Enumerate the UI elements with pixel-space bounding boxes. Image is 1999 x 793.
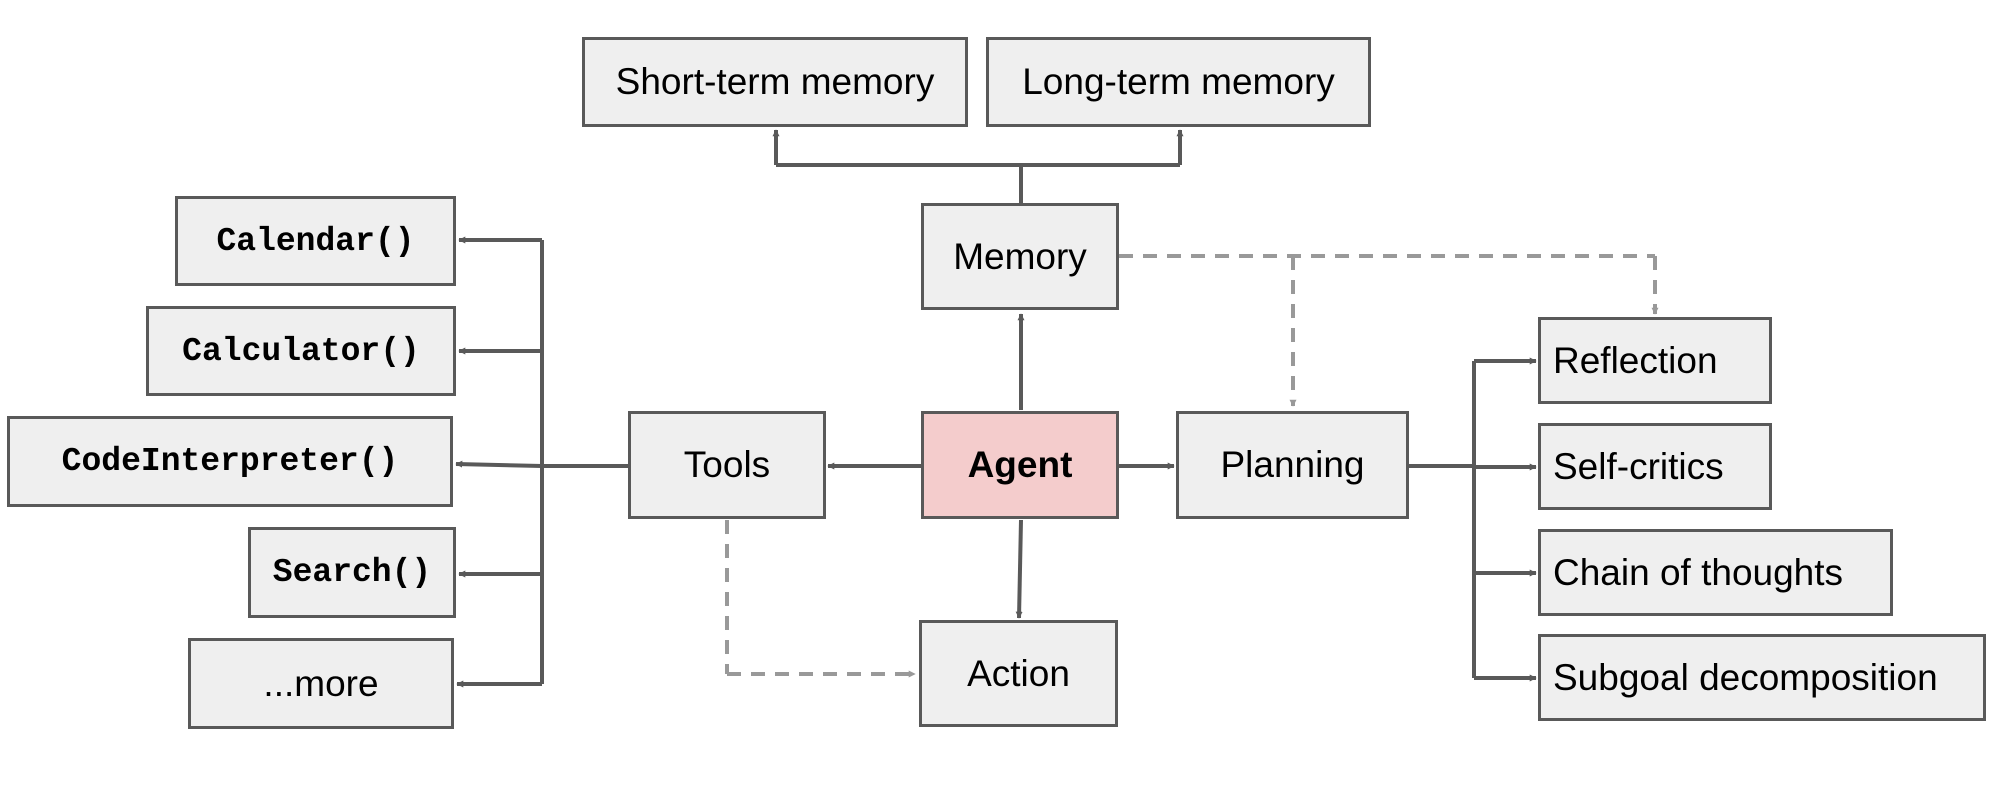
- memory-branch-connector: [772, 129, 1184, 203]
- memory-label: Memory: [953, 235, 1087, 277]
- action-box: Action: [919, 620, 1118, 727]
- more-tools-box: ...more: [188, 638, 454, 729]
- self-critics-box: Self-critics: [1538, 423, 1772, 510]
- agent-connectors: [827, 313, 1175, 619]
- search-tool-box: Search(): [248, 527, 456, 618]
- long-term-memory-box: Long-term memory: [986, 37, 1371, 127]
- subgoal-decomposition-box: Subgoal decomposition: [1538, 634, 1986, 721]
- planning-branch-connector: [1409, 357, 1537, 682]
- reflection-box: Reflection: [1538, 317, 1772, 404]
- planning-box: Planning: [1176, 411, 1409, 519]
- tools-branch-connector: [455, 236, 628, 688]
- tools-label: Tools: [683, 444, 771, 485]
- agent-label: Agent: [967, 444, 1073, 485]
- calendar-label: Calendar(): [216, 222, 415, 260]
- chain-of-thoughts-box: Chain of thoughts: [1538, 529, 1893, 616]
- code-interpreter-label: CodeInterpreter(): [61, 443, 399, 480]
- search-label: Search(): [272, 554, 432, 591]
- planning-label: Planning: [1220, 444, 1365, 485]
- more-label: ...more: [263, 662, 379, 704]
- dashed-connectors: [725, 254, 1659, 678]
- action-label: Action: [967, 652, 1070, 694]
- memory-box: Memory: [921, 203, 1119, 310]
- long-term-memory-label: Long-term memory: [1022, 61, 1335, 102]
- agent-box: Agent: [921, 411, 1119, 519]
- calculator-tool-box: Calculator(): [146, 306, 456, 396]
- reflection-label: Reflection: [1553, 339, 1718, 381]
- tools-box: Tools: [628, 411, 826, 519]
- subgoal-decomposition-label: Subgoal decomposition: [1553, 656, 1938, 698]
- self-critics-label: Self-critics: [1553, 445, 1724, 487]
- code-interpreter-tool-box: CodeInterpreter(): [7, 416, 453, 507]
- calendar-tool-box: Calendar(): [175, 196, 456, 286]
- calculator-label: Calculator(): [182, 332, 420, 370]
- chain-of-thoughts-label: Chain of thoughts: [1553, 551, 1844, 593]
- short-term-memory-label: Short-term memory: [615, 61, 935, 102]
- short-term-memory-box: Short-term memory: [582, 37, 968, 127]
